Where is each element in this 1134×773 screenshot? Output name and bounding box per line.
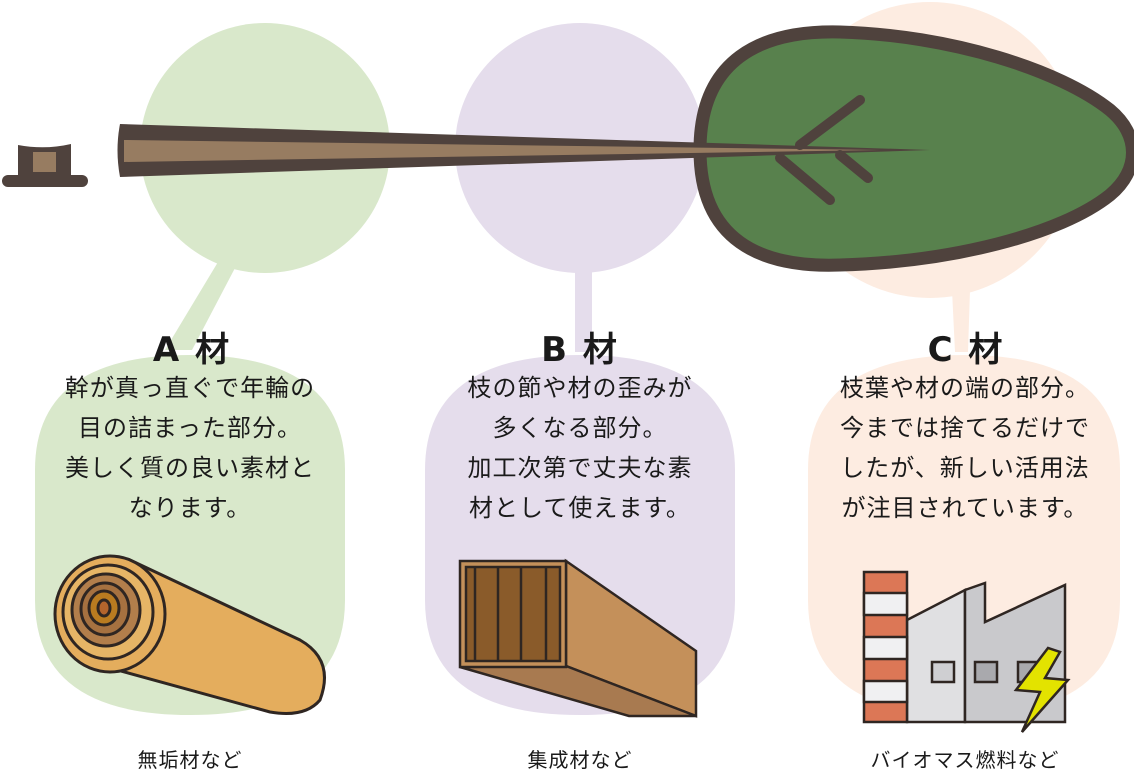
section-b-description: 枝の節や材の歪みが 多くなる部分。 加工次第で丈夫な素 材として使えます。 [467,374,693,522]
log-icon [53,554,326,715]
section-b-caption: 集成材など [527,748,633,772]
section-c-description: 枝葉や材の端の部分。 今までは捨てるだけで したが、新しい活用法 が注目されてい… [840,374,1090,522]
section-c-caption: バイオマス燃料など [870,748,1060,772]
branch-icon [117,95,930,205]
factory-power-icon [862,570,1071,733]
section-a-description: 幹が真っ直ぐで年輪の 目の詰まった部分。 美しく質の良い素材と なります。 [64,374,316,522]
section-a-title: A 材 [152,330,232,370]
leaf-icon [693,25,1134,272]
laminated-beam-icon [458,558,698,718]
stump-icon [2,144,88,187]
section-c-title: C 材 [927,330,1005,370]
section-b-title: B 材 [541,330,619,370]
section-a-caption: 無垢材など [137,748,243,772]
